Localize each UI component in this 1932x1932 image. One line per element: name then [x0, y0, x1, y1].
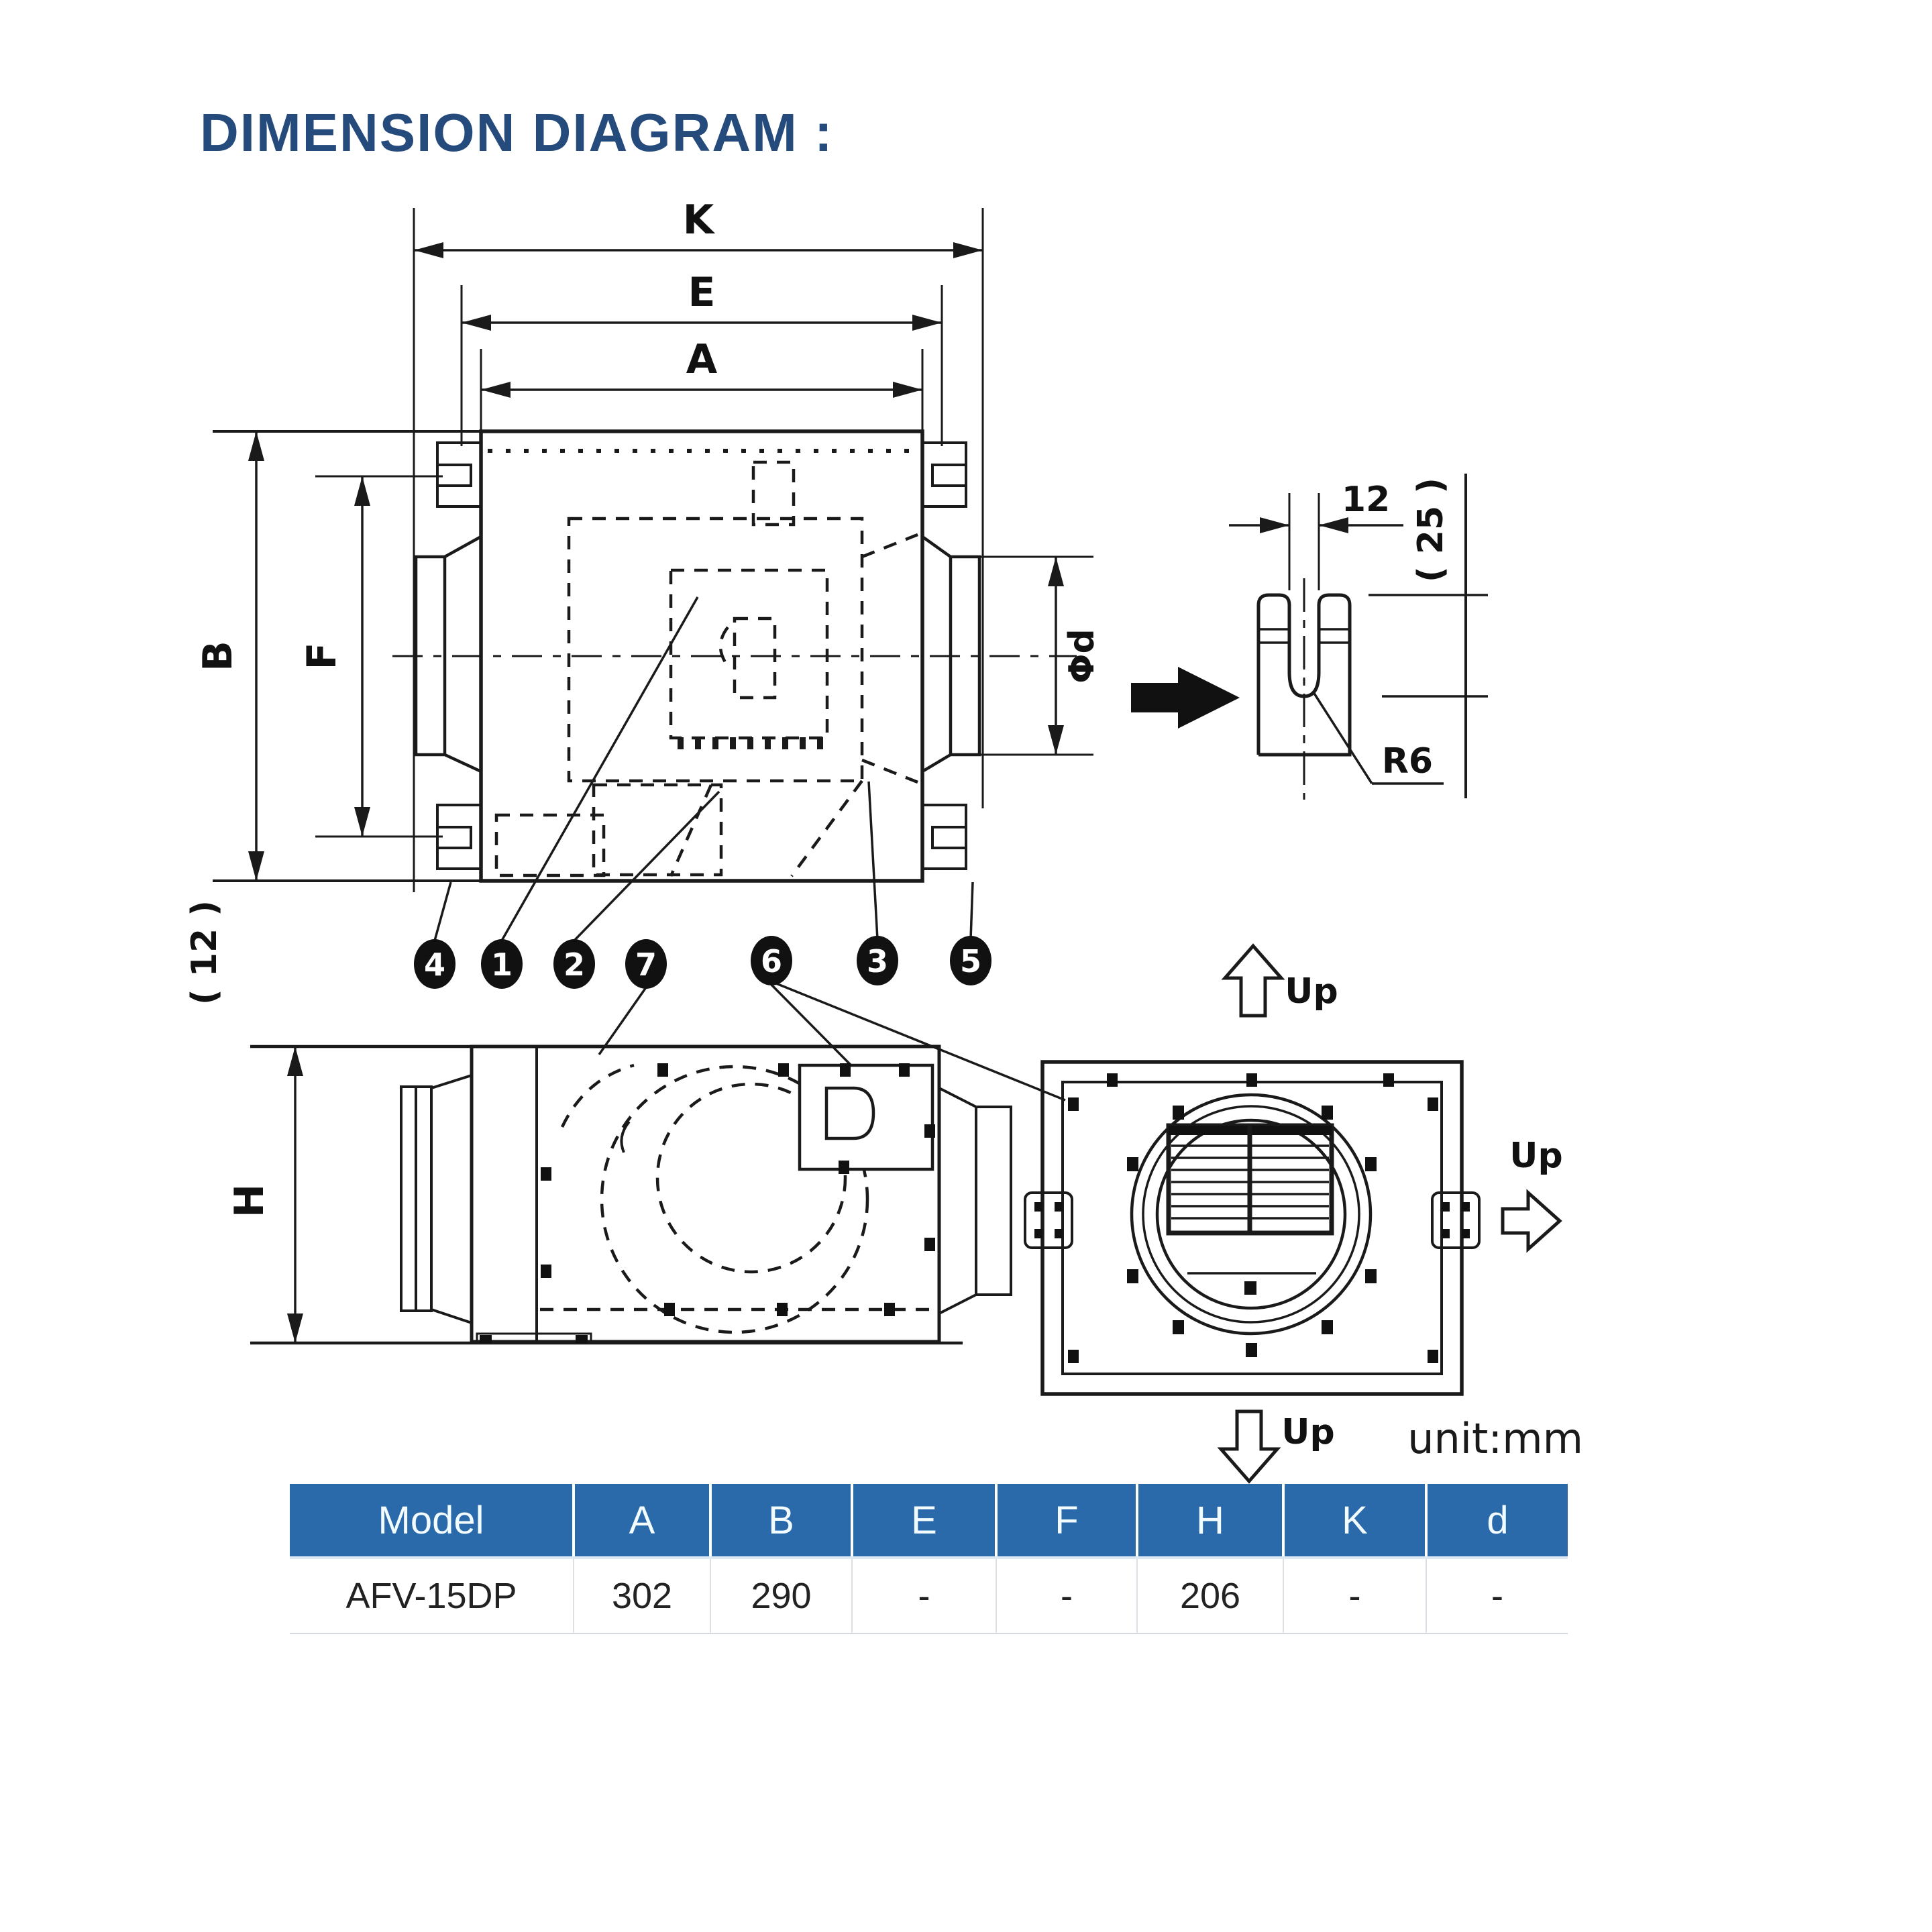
- right-mounting-tab: [1431, 1191, 1481, 1249]
- dimension-table: Model A B E F H K d AFV-15DP 302 290 - -…: [290, 1484, 1568, 1634]
- cell-a: 302: [574, 1558, 711, 1634]
- panel-screw-dots: [1068, 1073, 1438, 1363]
- dim-label-F: F: [299, 643, 345, 670]
- cell-k: -: [1283, 1558, 1427, 1634]
- dimension-K: K: [414, 197, 983, 258]
- left-duct-collar: [414, 535, 482, 773]
- dimension-F: F: [299, 476, 370, 837]
- fan-scroll: [540, 1063, 936, 1334]
- up-label-bottom: Up: [1281, 1412, 1334, 1452]
- cell-b: 290: [710, 1558, 853, 1634]
- table-row: AFV-15DP 302 290 - - 206 - -: [290, 1558, 1568, 1634]
- mounting-slot-brackets: [436, 441, 967, 870]
- left-mounting-tab: [1024, 1191, 1073, 1249]
- callout-markers: 4 1 2 7 6 3 5: [414, 936, 991, 989]
- col-header-e: E: [852, 1484, 998, 1559]
- col-header-model: Model: [290, 1484, 575, 1559]
- front-outline: [1040, 1060, 1464, 1396]
- col-header-a: A: [574, 1484, 712, 1559]
- dimension-B: B: [195, 431, 264, 881]
- callout-1: 1: [491, 947, 513, 983]
- slot-detail-view: 12 ( 25 ) R6: [1131, 474, 1488, 800]
- callout-7: 7: [635, 947, 657, 983]
- side-screw-dots: [541, 1063, 935, 1316]
- top-view: K E A B F Φd ( 12 ): [184, 197, 1102, 1005]
- callout-leader-lines: [433, 596, 1066, 1108]
- slot-profile: [1256, 593, 1352, 757]
- up-label-top: Up: [1285, 971, 1338, 1012]
- up-arrow-right-icon: [1501, 1189, 1562, 1253]
- side-view: H: [226, 1044, 1012, 1345]
- up-label-right: Up: [1509, 1136, 1562, 1176]
- detail-dim-12: 12: [1342, 480, 1390, 520]
- cell-h: 206: [1137, 1558, 1284, 1634]
- cell-d: -: [1426, 1558, 1568, 1634]
- side-right-collar: [938, 1087, 1012, 1315]
- dimension-A: A: [481, 336, 922, 398]
- callout-5: 5: [960, 943, 981, 979]
- slot-hatch-lines: [1258, 628, 1350, 644]
- up-arrow-top-icon: [1221, 943, 1285, 1018]
- dim-label-E: E: [688, 269, 716, 316]
- ring-bolt-dots: [1127, 1106, 1377, 1357]
- front-view: [1024, 1060, 1481, 1396]
- callout-6: 6: [761, 943, 782, 979]
- callout-2: 2: [564, 947, 585, 983]
- motor-box: [798, 1063, 934, 1171]
- dim-label-A: A: [686, 336, 718, 383]
- cell-model: AFV-15DP: [290, 1558, 574, 1634]
- col-header-b: B: [710, 1484, 853, 1559]
- page-title: DIMENSION DIAGRAM :: [200, 103, 834, 162]
- louver-grille: [1166, 1123, 1334, 1295]
- dim-label-B: B: [195, 641, 241, 672]
- orientation-arrows: Up Up Up: [1217, 943, 1563, 1484]
- up-arrow-bottom-icon: [1217, 1409, 1281, 1484]
- detail-dim-25: ( 25 ): [1411, 478, 1451, 582]
- side-body-outline: [470, 1044, 941, 1344]
- callout-3: 3: [867, 943, 888, 979]
- col-header-k: K: [1283, 1484, 1428, 1559]
- dimension-E: E: [462, 269, 942, 331]
- cell-f: -: [996, 1558, 1138, 1634]
- tab-screw-dots: [1034, 1202, 1470, 1238]
- offset-note-12: ( 12 ): [184, 900, 225, 1005]
- side-left-collar: [400, 1074, 472, 1324]
- dim-label-K: K: [683, 197, 716, 244]
- cell-e: -: [852, 1558, 997, 1634]
- table-header-row: Model A B E F H K d: [290, 1484, 1568, 1559]
- right-duct-collar: [921, 535, 981, 773]
- side-foot-rail: [476, 1332, 592, 1344]
- dim-label-H: H: [226, 1184, 273, 1218]
- dimension-H: H: [226, 1046, 303, 1343]
- callout-4: 4: [424, 947, 445, 983]
- internal-fan-housing: [488, 449, 918, 877]
- col-header-f: F: [996, 1484, 1138, 1559]
- col-header-d: d: [1426, 1484, 1568, 1559]
- detail-radius-R6: R6: [1382, 741, 1433, 782]
- callouts: 4 1 2 7 6 3 5: [414, 596, 1066, 1108]
- duct-ring: [1130, 1093, 1373, 1336]
- detail-pointer-arrow-icon: [1131, 667, 1240, 729]
- col-header-h: H: [1137, 1484, 1285, 1559]
- unit-label: unit:mm: [1407, 1414, 1583, 1463]
